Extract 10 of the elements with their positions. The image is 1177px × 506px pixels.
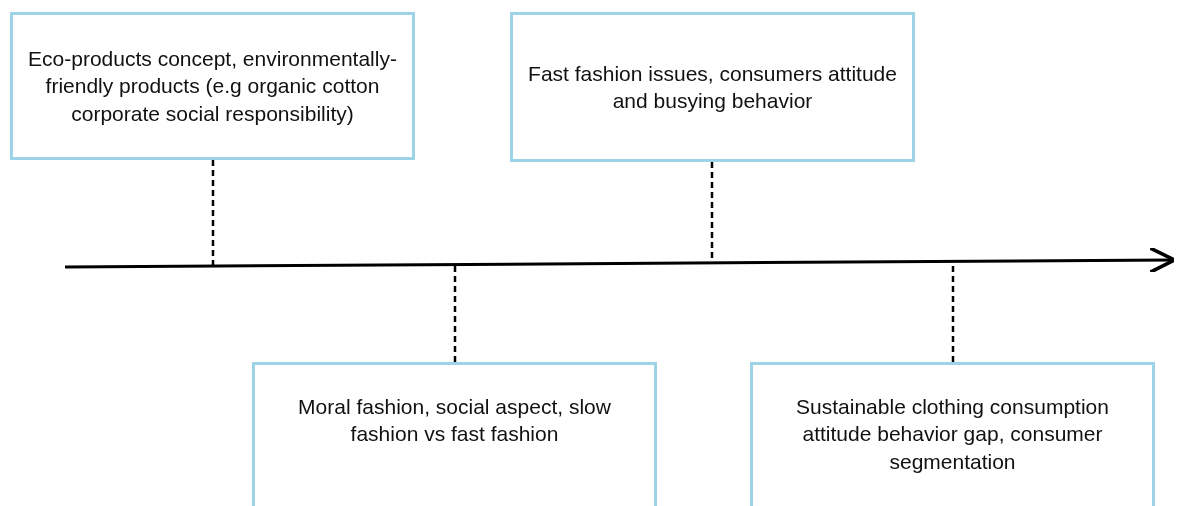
topic-box (750, 362, 1155, 506)
topic-text: Fast fashion issues, consumers attitude and busying behavior (527, 60, 898, 114)
topic-box (252, 362, 657, 506)
topic-text: Eco-products concept, environmentally-friendly products (e.g organic cotton corporate social responsibility) (27, 46, 398, 127)
topic-box (510, 12, 915, 162)
topic-box (10, 12, 415, 160)
topic-text: Moral fashion, social aspect, slow fashion vs fast fashion (297, 394, 612, 448)
leader-line (211, 160, 215, 267)
topic-text: Sustainable clothing consumption attitude behavior gap, consumer segmentation (795, 394, 1110, 475)
leader-line (453, 264, 457, 362)
